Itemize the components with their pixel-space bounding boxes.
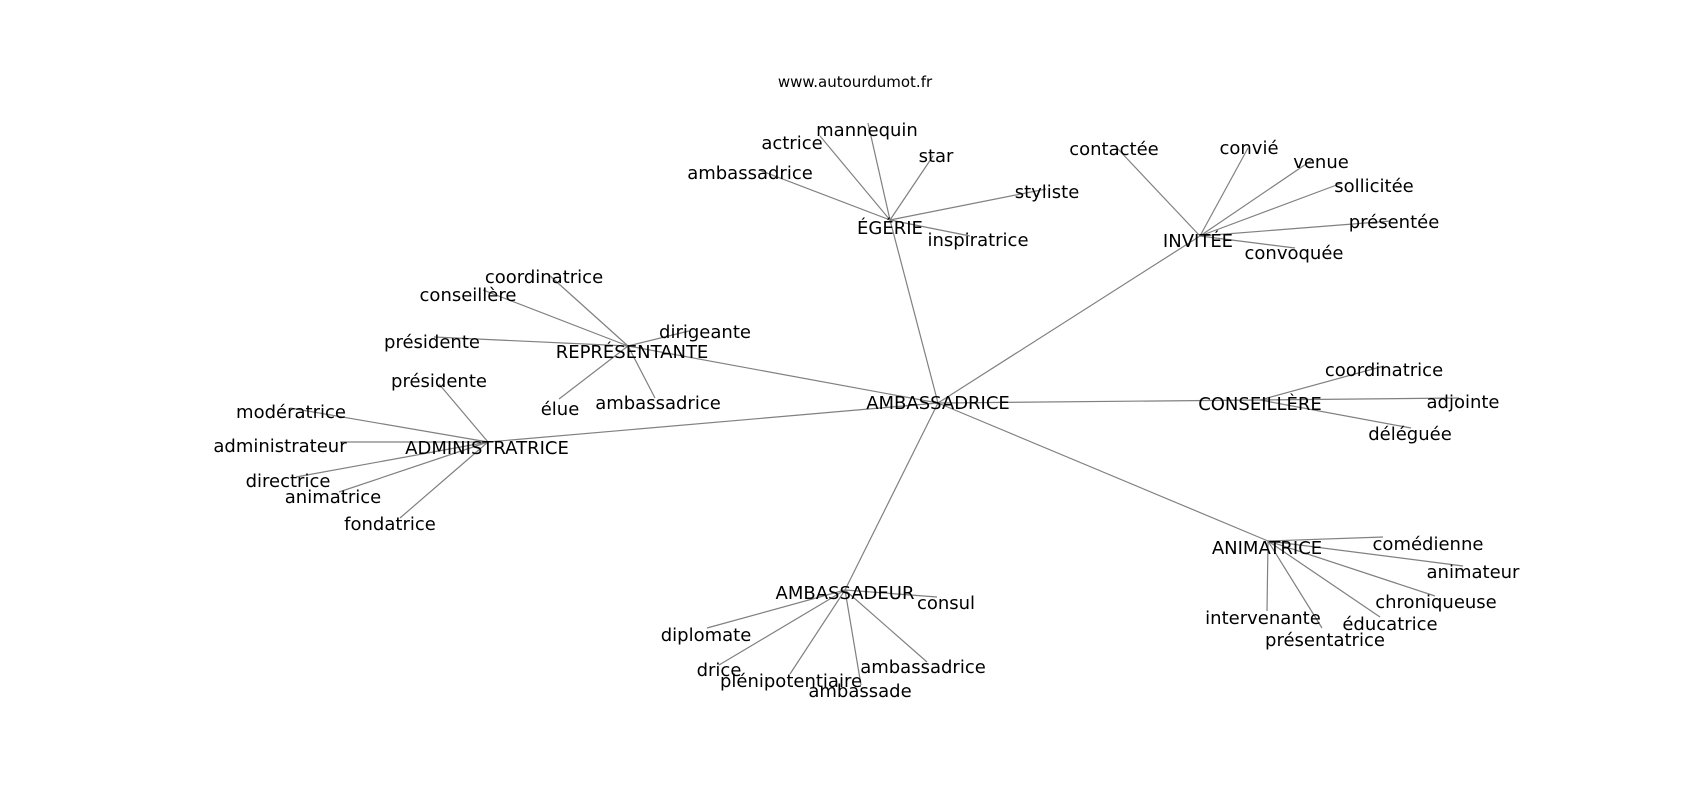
node-leaf-presidente-3-0: présidente: [391, 371, 487, 392]
edge-center-representante: [627, 345, 939, 404]
node-hub-conseillere: CONSEILLÈRE: [1198, 393, 1322, 415]
edge-invitee-convoquee-5: [1199, 235, 1296, 249]
edge-animatrice-animateur-1: [1267, 540, 1464, 567]
node-leaf-actrice-0-1: actrice: [761, 133, 822, 154]
edge-animatrice-educatrice-4: [1267, 540, 1381, 618]
node-leaf-intervenante-5-3: intervenante: [1205, 608, 1321, 629]
edge-representante-coordinatrice-0: [548, 274, 629, 347]
node-leaf-contactee-1-0: contactée: [1069, 139, 1159, 160]
edge-administratrice-fondatrice-5: [399, 441, 489, 519]
edge-administratrice-moderatrice-1: [289, 407, 489, 443]
node-leaf-consul-6-0: consul: [917, 593, 975, 614]
edge-conseillere-coordinatrice-0: [1259, 365, 1385, 401]
node-leaf-styliste-0-4: styliste: [1015, 182, 1080, 203]
node-leaf-directrice-3-3: directrice: [246, 471, 331, 492]
node-leaf-moderatrice-3-1: modératrice: [236, 402, 346, 423]
edge-invitee-convie-1: [1199, 147, 1249, 237]
node-leaf-conseillere-2-1: conseillère: [420, 285, 517, 306]
edge-animatrice-comedienne-0: [1267, 536, 1384, 542]
node-leaf-chroniqueuse-5-2: chroniqueuse: [1375, 592, 1497, 613]
node-leaf-coordinatrice-2-0: coordinatrice: [485, 267, 603, 288]
node-hub-animatrice: ANIMATRICE: [1212, 538, 1322, 559]
edge-representante-dirigeante-2: [627, 330, 690, 347]
edge-ambassadeur-ambassade-4: [844, 589, 862, 686]
edge-representante-ambassadrice-5: [627, 345, 656, 399]
edge-administratrice-animatrice-4: [338, 441, 489, 493]
edge-invitee-sollicitee-3: [1199, 182, 1343, 237]
node-leaf-diplomate-6-1: diplomate: [661, 625, 752, 646]
node-leaf-venue-1-2: venue: [1293, 152, 1349, 173]
edge-animatrice-presentatrice-5: [1267, 540, 1323, 629]
node-center: AMBASSADRICE: [866, 393, 1010, 414]
node-leaf-educatrice-5-4: éducatrice: [1342, 614, 1437, 635]
node-leaf-convoquee-1-5: convoquée: [1245, 243, 1344, 264]
node-leaf-fondatrice-3-5: fondatrice: [344, 514, 436, 535]
node-leaf-deleguee-4-2: déléguée: [1368, 424, 1452, 445]
edge-representante-elue-4: [558, 345, 629, 400]
node-leaf-comedienne-5-0: comédienne: [1373, 534, 1484, 555]
edge-invitee-presentee-4: [1199, 220, 1392, 237]
node-leaf-ambassadrice-2-5: ambassadrice: [595, 393, 721, 414]
node-leaf-presidente-2-3: présidente: [384, 332, 480, 353]
node-leaf-adjointe-4-1: adjointe: [1426, 392, 1499, 413]
node-hub-invitee: INVITÉE: [1163, 230, 1233, 252]
edge-invitee-contactee-0: [1116, 147, 1201, 237]
edges: [289, 122, 1464, 686]
edge-representante-presidente-3: [433, 336, 629, 347]
node-leaf-convie-1-1: convié: [1219, 138, 1278, 159]
edge-egerie-styliste-4: [889, 188, 1047, 221]
edge-egerie-inspiratrice-5: [889, 219, 971, 237]
node-leaf-ambassadrice-6-5: ambassadrice: [860, 657, 986, 678]
node-leaf-presentatrice-5-5: présentatrice: [1265, 630, 1385, 651]
edge-ambassadeur-plenipotentiaire-3: [789, 589, 846, 675]
edge-center-administratrice: [487, 402, 939, 443]
edge-invitee-venue-2: [1199, 159, 1313, 237]
edge-center-ambassadeur: [844, 402, 939, 591]
edge-animatrice-chroniqueuse-2: [1267, 540, 1436, 597]
edge-center-animatrice: [937, 402, 1269, 542]
edge-animatrice-intervenante-3: [1266, 540, 1269, 612]
watermark: www.autourdumot.fr: [778, 73, 933, 91]
node-leaf-coordinatrice-4-0: coordinatrice: [1325, 360, 1443, 381]
node-leaf-ambassadrice-0-3: ambassadrice: [687, 163, 813, 184]
edge-center-conseillere: [937, 399, 1261, 404]
node-leaf-administrateur-3-2: administrateur: [213, 436, 347, 457]
edge-center-invitee: [937, 235, 1201, 404]
edge-conseillere-deleguee-2: [1259, 399, 1412, 429]
node-leaf-star-0-2: star: [919, 146, 954, 167]
node-leaf-presentee-1-4: présentée: [1349, 212, 1440, 233]
node-leaf-mannequin-0-0: mannequin: [816, 120, 918, 141]
edge-ambassadeur-diplomate-1: [706, 589, 846, 629]
edge-egerie-mannequin-0: [867, 122, 891, 221]
edge-conseillere-adjointe-1: [1259, 397, 1460, 401]
node-leaf-inspiratrice-0-5: inspiratrice: [927, 230, 1028, 251]
edge-center-egerie: [889, 219, 939, 404]
edge-ambassadeur-consul-0: [844, 589, 938, 598]
edge-administratrice-presidente-0: [438, 383, 489, 443]
node-hub-egerie: ÉGÉRIE: [857, 217, 923, 239]
edge-egerie-actrice-1: [819, 135, 891, 221]
node-leaf-drice-6-2: drice: [697, 660, 742, 681]
node-leaf-elue-2-4: élue: [541, 399, 580, 420]
node-hub-representante: REPRÉSENTANTE: [556, 341, 709, 363]
node-leaf-plenipotentiaire-6-3: plénipotentiaire: [720, 671, 862, 692]
edge-representante-conseillere-1: [482, 289, 629, 347]
edge-egerie-star-2: [889, 155, 934, 221]
node-leaf-dirigeante-2-2: dirigeante: [659, 322, 751, 343]
node-hub-administratrice: ADMINISTRATRICE: [405, 438, 569, 459]
edge-ambassadeur-drice-2: [718, 589, 846, 666]
node-leaf-ambassade-6-4: ambassade: [808, 681, 911, 702]
node-leaf-animateur-5-1: animateur: [1427, 562, 1521, 583]
edge-ambassadeur-ambassadrice-5: [844, 589, 928, 663]
edge-administratrice-directrice-3: [295, 441, 489, 478]
node-hub-ambassadeur: AMBASSADEUR: [776, 583, 915, 604]
node-leaf-animatrice-3-4: animatrice: [285, 487, 381, 508]
node-leaf-sollicitee-1-3: sollicitée: [1334, 176, 1414, 197]
edge-egerie-ambassadrice-3: [758, 169, 891, 221]
